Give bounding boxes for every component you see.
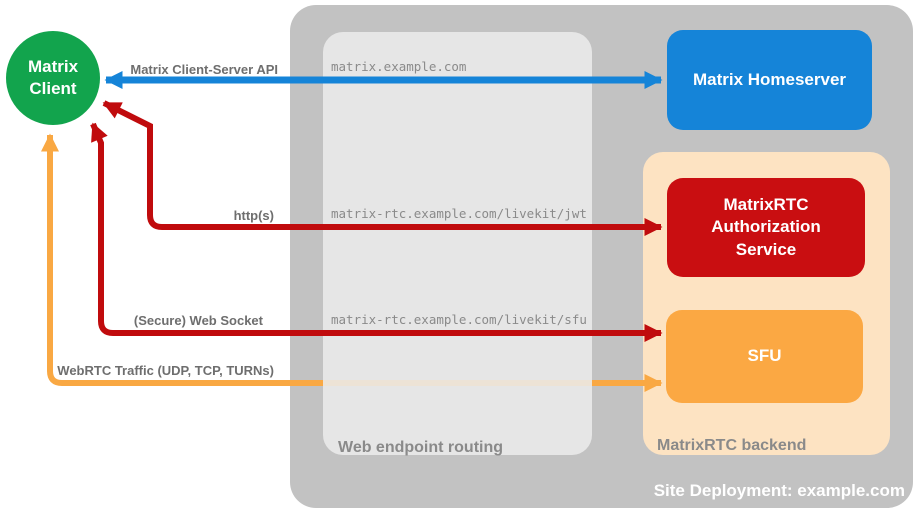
livekit-sfu-endpoint-url: matrix-rtc.example.com/livekit/sfu	[331, 312, 587, 327]
matrixrtc-backend-label: MatrixRTC backend	[657, 437, 807, 454]
livekit-jwt-endpoint-url: matrix-rtc.example.com/livekit/jwt	[331, 206, 587, 221]
secure-web-socket-label: (Secure) Web Socket	[133, 313, 263, 328]
webrtc-traffic-line	[41, 133, 663, 392]
homeserver-endpoint-url: matrix.example.com	[331, 59, 467, 74]
webrtc-traffic-label: WebRTC Traffic (UDP, TCP, TURNs)	[57, 363, 274, 378]
https-label: http(s)	[233, 208, 274, 223]
matrix-client-label: Matrix Client	[27, 56, 79, 98]
web-endpoint-routing-label: Web endpoint routing	[338, 439, 504, 456]
sfu-label: SFU	[747, 346, 782, 366]
sfu-node: SFU	[666, 310, 863, 403]
client-server-api-label: Matrix Client-Server API	[130, 62, 278, 77]
matrix-client-node: Matrix Client	[6, 31, 100, 125]
site-deployment-label: Site Deployment: example.com	[653, 481, 905, 500]
matrix-homeserver-node: Matrix Homeserver	[667, 30, 872, 130]
matrixrtc-authorization-service-label: MatrixRTC Authorization Service	[711, 195, 821, 259]
matrixrtc-authorization-service-node: MatrixRTC Authorization Service	[667, 178, 865, 277]
matrix-homeserver-label: Matrix Homeserver	[692, 69, 847, 89]
